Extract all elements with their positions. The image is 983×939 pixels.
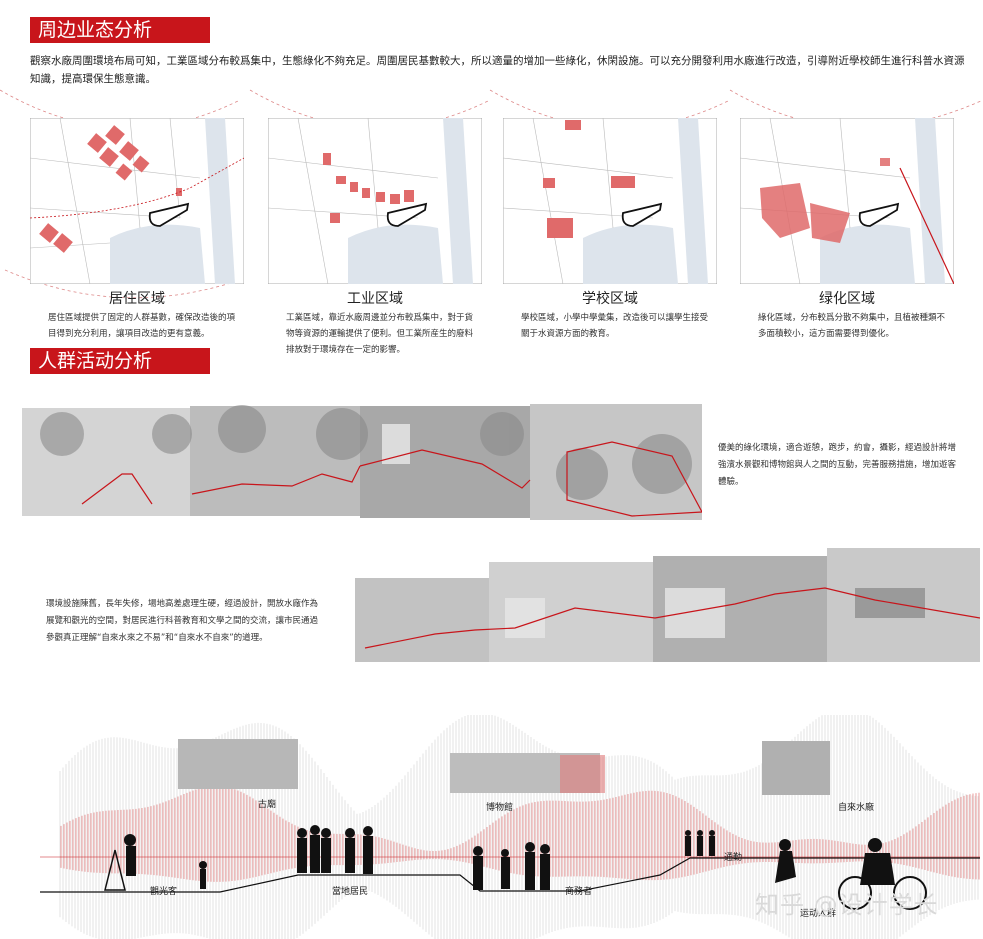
map-industrial — [267, 117, 483, 285]
label-temple: 古廟 — [258, 800, 277, 810]
activity-desc-top: 優美的綠化環境，適合遊憩，跑步，約會，攝影，經過設計將增強濱水景觀和博物館與人之… — [718, 443, 957, 487]
label-tourist: 觀光客 — [150, 887, 178, 897]
label-commute: 通勤 — [724, 853, 743, 863]
map-label-residential: 居住区域 — [109, 291, 165, 307]
photo-strip-middle — [355, 548, 980, 662]
map-desc-industrial: 工業區域，靠近水廠周邊並分布較爲集中，對于貨物等資源的運輸提供了便利。但工業所産… — [286, 313, 474, 355]
section-title-activity: 人群活动分析 — [30, 348, 210, 374]
intro-paragraph: 觀察水廠周圍環境布局可知，工業區域分布較爲集中，生態綠化不夠充足。周圍居民基數較… — [30, 55, 965, 85]
label-business: 商務者 — [565, 887, 593, 897]
map-desc-school: 學校區域，小學中學彙集，改造後可以讓學生接受關于水資源方面的教育。 — [521, 313, 709, 339]
map-desc-green: 綠化區域，分布較爲分散不夠集中，且植被種類不多面積較小，這方面需要得到優化。 — [758, 313, 946, 339]
map-label-green: 绿化区域 — [819, 291, 875, 307]
label-sports: 运动人群 — [800, 909, 837, 919]
label-waterworks: 自來水廠 — [838, 803, 875, 813]
photo-strip-top — [22, 404, 702, 520]
watermark: 知乎 @设计学长 — [755, 891, 939, 919]
map-desc-residential: 居住區域提供了固定的人群基數，確保改造後的項目得到充分利用，讓項目改造的更有意義… — [48, 313, 236, 339]
section-title-surroundings: 周边业态分析 — [30, 17, 210, 43]
elevation-section — [40, 715, 980, 939]
map-green — [739, 117, 955, 285]
map-label-school: 学校区域 — [582, 291, 638, 307]
activity-desc-middle: 環境設施陳舊，長年失修，場地高差處理生硬，經過設計，開放水廠作為展覽和觀光的空間… — [46, 599, 319, 643]
map-label-industrial: 工业区域 — [347, 291, 403, 307]
map-residential — [29, 117, 245, 285]
map-school — [502, 117, 718, 285]
label-residents: 當地居民 — [332, 887, 369, 897]
label-museum: 博物館 — [486, 803, 514, 813]
